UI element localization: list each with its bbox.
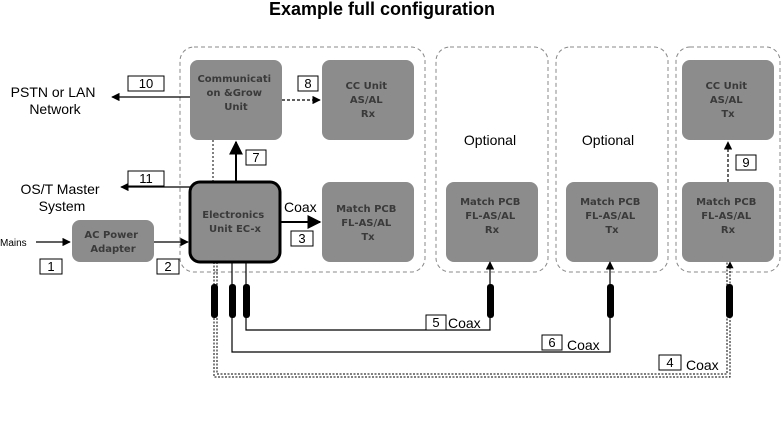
match-pcb-tx-main-label: Match PCB FL-AS/AL Tx [336, 204, 400, 243]
cc-unit-tx-box [682, 60, 774, 140]
mains-label: Mains [0, 238, 27, 249]
svg-text:6: 6 [548, 335, 555, 350]
number-tag-4: 4 [658, 354, 682, 371]
ac-power-adapter-label: AC Power Adapter [84, 230, 141, 255]
electronics-unit-box [188, 180, 282, 264]
cc-unit-tx-label: CC Unit AS/AL Tx [705, 81, 750, 120]
right-group-border [675, 46, 781, 273]
coax-label-6: Coax [567, 337, 600, 353]
electronics-unit-label: Electronics Unit EC-x [202, 210, 267, 235]
match-pcb-rx-optional-label: Match PCB FL-AS/AL Rx [460, 197, 524, 236]
comm-grow-unit-label: Communicati on &Grow Unit [197, 74, 274, 113]
svg-text:2: 2 [164, 259, 171, 274]
match-pcb-rx-right-label: Match PCB FL-AS/AL Rx [696, 197, 760, 236]
svg-text:7: 7 [252, 150, 259, 165]
number-tag-8: 8 [297, 75, 319, 92]
svg-text:5: 5 [432, 315, 439, 330]
ac-power-adapter-box [72, 220, 154, 262]
optional-label-2: Optional [582, 132, 634, 148]
optional-label-1: Optional [464, 132, 516, 148]
coax-label-4: Coax [686, 357, 719, 373]
svg-text:1: 1 [47, 259, 54, 274]
coax-label-5: Coax [448, 315, 481, 331]
comm-grow-unit-box [190, 60, 282, 140]
number-tag-9: 9 [735, 154, 757, 171]
number-tag-2: 2 [156, 258, 180, 275]
coax-run-4-inner [216, 262, 728, 375]
cc-unit-rx-label: CC Unit AS/AL Rx [345, 81, 390, 120]
svg-text:8: 8 [304, 76, 311, 91]
coax-plug-opt2 [607, 284, 614, 318]
number-tag-1: 1 [39, 258, 63, 275]
number-tag-7: 7 [245, 149, 267, 166]
coax-plug-elec-1 [211, 284, 218, 318]
main-group-border [179, 46, 426, 273]
coax-plug-elec-2 [229, 284, 236, 318]
svg-text:3: 3 [298, 231, 305, 246]
number-tag-5: 5 [425, 314, 447, 331]
optional-group-1-border [435, 46, 549, 273]
diagram-title: Example full configuration [269, 0, 495, 19]
coax-label-main: Coax [284, 199, 317, 215]
os-t-master-system-label: OS/T Master System [21, 181, 104, 214]
match-pcb-tx-optional-box [566, 182, 658, 262]
coax-run-4-outer [213, 261, 734, 378]
cc-unit-rx-box [322, 60, 414, 140]
match-pcb-rx-optional-box [446, 182, 538, 262]
number-tag-10: 10 [127, 75, 165, 92]
optional-group-2-border [555, 46, 669, 273]
match-pcb-tx-optional-label: Match PCB FL-AS/AL Tx [580, 197, 644, 236]
number-tag-3: 3 [290, 230, 314, 247]
pstn-lan-network-label: PSTN or LAN Network [11, 84, 100, 117]
match-pcb-tx-main-box [322, 182, 414, 262]
coax-plug-elec-3 [243, 284, 250, 318]
number-tag-11: 11 [127, 170, 165, 187]
svg-text:4: 4 [666, 355, 673, 370]
number-tag-6: 6 [541, 334, 563, 351]
coax-plug-opt1 [487, 284, 494, 318]
svg-text:10: 10 [139, 76, 153, 91]
svg-text:9: 9 [742, 155, 749, 170]
svg-text:11: 11 [139, 171, 153, 186]
coax-plug-right [726, 284, 733, 318]
match-pcb-rx-right-box [682, 182, 774, 262]
